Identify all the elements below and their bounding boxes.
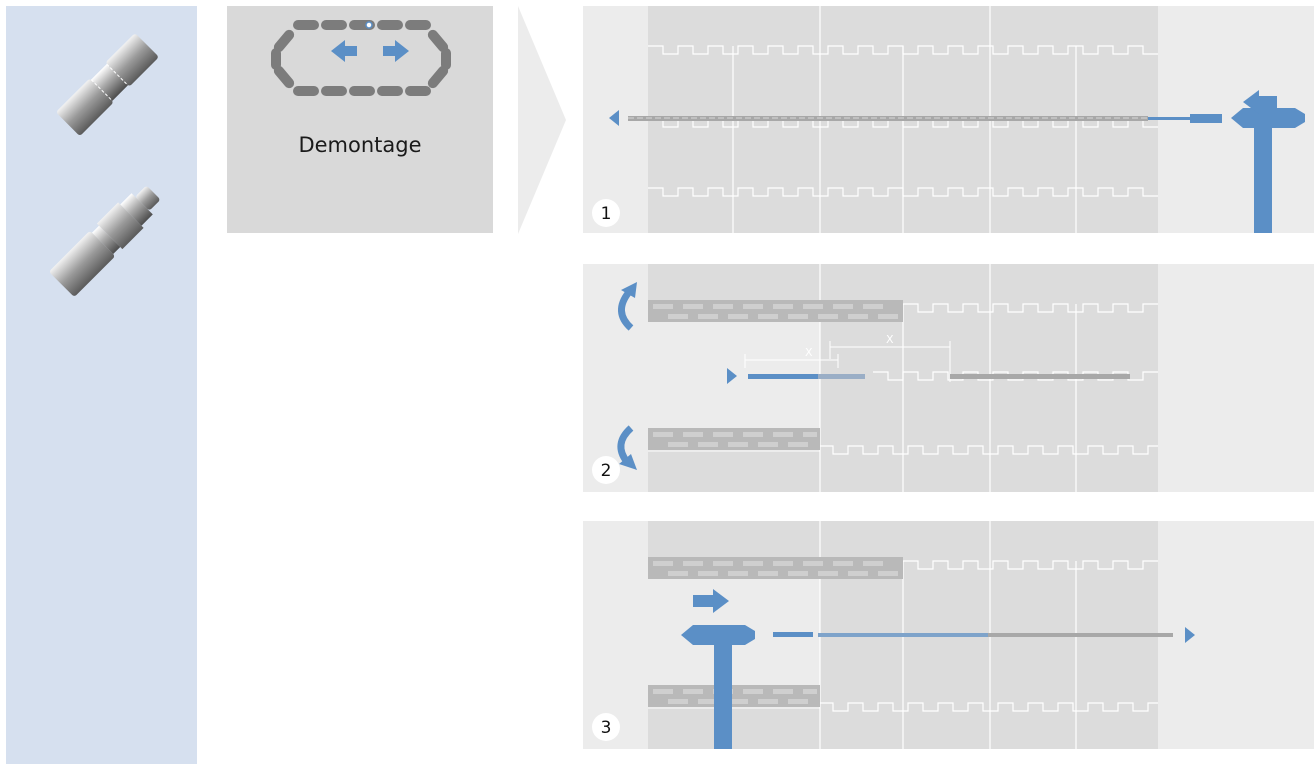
arrow-left-icon (331, 40, 357, 62)
arrow-left-icon (609, 110, 619, 126)
sidebar (6, 6, 197, 764)
hammer-icon (1231, 108, 1305, 233)
step-1-panel: 1 (583, 6, 1314, 233)
arrow-right-icon (693, 589, 729, 613)
step-3-panel: 3 (583, 521, 1314, 749)
title-label: Demontage (298, 133, 422, 157)
step-1-number: 1 (601, 204, 612, 224)
step-2-badge (592, 456, 620, 484)
step-1-badge (592, 199, 620, 227)
chain-loop-icon (271, 20, 451, 96)
step-3-number: 3 (601, 718, 612, 738)
dimension-label-2: X (886, 333, 894, 346)
arrow-right-icon (727, 368, 737, 384)
dimension-label-1: X (805, 346, 813, 359)
title-card: Demontage (227, 6, 493, 233)
arrow-right-icon (1185, 627, 1195, 643)
connector-chevron (518, 6, 566, 234)
arrow-right-icon (383, 40, 409, 62)
step-2-number: 2 (601, 461, 612, 481)
pin-collar-icon (50, 186, 160, 296)
pin-angled-icon (57, 34, 158, 135)
sidebar-illustrations (50, 34, 160, 296)
arrow-left-icon (1243, 90, 1277, 114)
step-2-panel: X X 2 (583, 264, 1314, 492)
hammer-icon (681, 625, 755, 749)
rotate-arrow-icon (618, 289, 634, 331)
step-3-badge (592, 713, 620, 741)
